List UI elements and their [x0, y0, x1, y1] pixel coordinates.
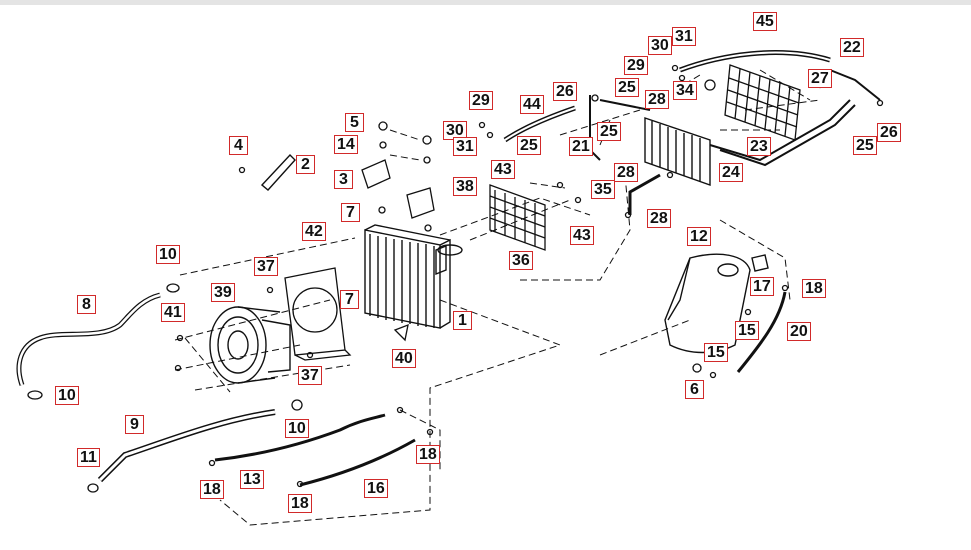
hose-clamps — [27, 283, 434, 493]
fasteners — [174, 64, 884, 379]
reservoir-tank-part — [664, 253, 751, 354]
callout-10a: 10 — [156, 245, 180, 264]
callout-9: 9 — [125, 415, 144, 434]
callout-28b: 28 — [614, 163, 638, 182]
callout-26b: 26 — [877, 123, 901, 142]
callout-23: 23 — [747, 137, 771, 156]
hose-13-part — [214, 413, 386, 462]
bracket-part — [260, 153, 296, 191]
callout-15a: 15 — [735, 321, 759, 340]
callout-45: 45 — [753, 12, 777, 31]
callout-14: 14 — [334, 135, 358, 154]
callout-4: 4 — [229, 136, 248, 155]
assembly-guide-lines — [174, 69, 821, 526]
callout-16: 16 — [364, 479, 388, 498]
condenser-fins-part — [489, 184, 546, 251]
callout-37a: 37 — [254, 257, 278, 276]
callout-38: 38 — [453, 177, 477, 196]
callout-22: 22 — [840, 38, 864, 57]
callout-42: 42 — [302, 222, 326, 241]
callout-18b: 18 — [416, 445, 440, 464]
reservoir-cap-part — [751, 254, 769, 272]
callout-21: 21 — [569, 137, 593, 156]
fan-shroud-part — [284, 267, 352, 361]
callout-15b: 15 — [704, 343, 728, 362]
callout-10b: 10 — [55, 386, 79, 405]
callout-29a: 29 — [469, 91, 493, 110]
callout-18a: 18 — [802, 279, 826, 298]
callout-5: 5 — [345, 113, 364, 132]
callout-39: 39 — [211, 283, 235, 302]
grille-part — [724, 64, 801, 141]
radiator-part — [364, 224, 463, 329]
callout-7a: 7 — [341, 203, 360, 222]
callout-17: 17 — [750, 277, 774, 296]
callout-6: 6 — [685, 380, 704, 399]
refrigerant-pipes — [589, 69, 881, 167]
callout-36: 36 — [509, 251, 533, 270]
callout-31b: 31 — [672, 27, 696, 46]
top-bar — [0, 0, 971, 5]
hose-16-part — [299, 438, 416, 487]
pipe-35-part — [628, 173, 661, 215]
callout-35: 35 — [591, 180, 615, 199]
callout-43a: 43 — [491, 160, 515, 179]
callout-34: 34 — [673, 81, 697, 100]
callout-25c: 25 — [615, 78, 639, 97]
callout-37b: 37 — [298, 366, 322, 385]
callout-1: 1 — [453, 311, 472, 330]
callout-28c: 28 — [647, 209, 671, 228]
callout-8: 8 — [77, 295, 96, 314]
callout-7b: 7 — [340, 290, 359, 309]
callout-28a: 28 — [645, 90, 669, 109]
callout-18c: 18 — [200, 480, 224, 499]
callout-11: 11 — [77, 448, 100, 467]
condenser-part — [644, 117, 711, 186]
callout-2: 2 — [296, 155, 315, 174]
callout-18d: 18 — [288, 494, 312, 513]
callout-43b: 43 — [570, 226, 594, 245]
callout-25d: 25 — [853, 136, 877, 155]
callout-29b: 29 — [624, 56, 648, 75]
callout-12: 12 — [687, 227, 711, 246]
fan-motor-part — [209, 306, 291, 384]
callout-24: 24 — [719, 163, 743, 182]
callout-41: 41 — [161, 303, 185, 322]
callout-44: 44 — [520, 95, 544, 114]
callout-25b: 25 — [597, 122, 621, 141]
callout-27: 27 — [808, 69, 832, 88]
callout-31a: 31 — [453, 137, 477, 156]
callout-20: 20 — [787, 322, 811, 341]
callout-26a: 26 — [553, 82, 577, 101]
callout-3: 3 — [334, 170, 353, 189]
callout-40: 40 — [392, 349, 416, 368]
hose-20-part — [736, 291, 787, 373]
mount-block-part — [361, 159, 435, 219]
callout-13: 13 — [240, 470, 264, 489]
callout-25a: 25 — [517, 136, 541, 155]
callout-10c: 10 — [285, 419, 309, 438]
callout-30b: 30 — [648, 36, 672, 55]
